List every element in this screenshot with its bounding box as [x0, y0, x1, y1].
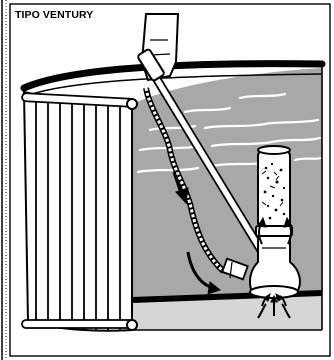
rail-cap-bottom	[127, 320, 137, 330]
figure-title: TIPO VENTURY	[15, 9, 93, 21]
rail-cap-top	[127, 99, 137, 109]
pool-front-wall	[22, 92, 137, 331]
